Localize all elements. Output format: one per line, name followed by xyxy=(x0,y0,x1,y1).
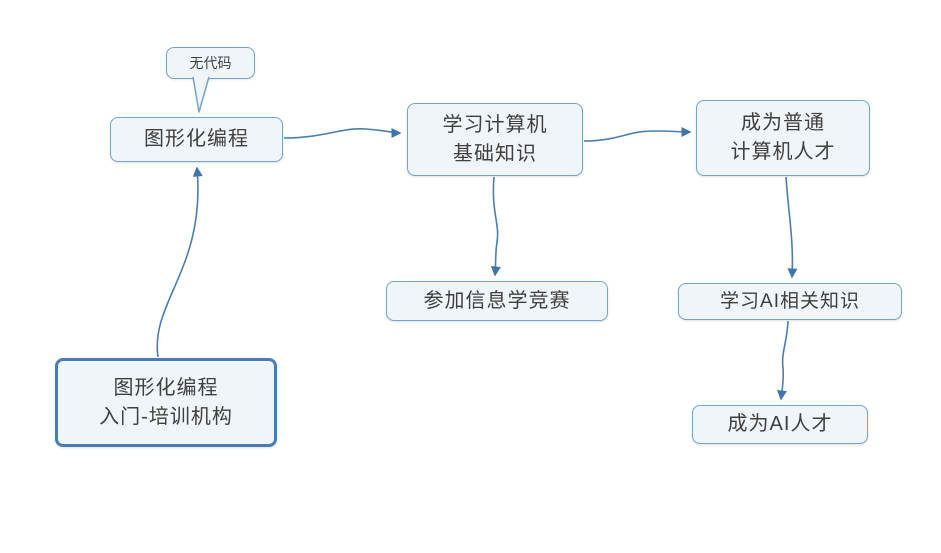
connector-learn-cs-to-ordinary[interactable] xyxy=(583,126,692,142)
node-label: 学习计算机 基础知识 xyxy=(442,113,548,165)
node-label: 成为AI人才 xyxy=(727,413,833,435)
node-graphical-programming-intro-training[interactable]: 图形化编程 入门-培训机构 xyxy=(55,358,277,447)
callout-no-code[interactable]: 无代码 xyxy=(166,47,255,79)
callout-label: 无代码 xyxy=(189,55,232,71)
connector-training-to-graphical[interactable] xyxy=(156,166,203,358)
node-learn-computer-basics[interactable]: 学习计算机 基础知识 xyxy=(407,103,583,176)
node-label: 图形化编程 xyxy=(144,128,249,150)
node-join-informatics-competition[interactable]: 参加信息学竞赛 xyxy=(386,281,608,321)
connector-learn-cs-to-competition[interactable] xyxy=(490,176,501,277)
connector-learn-ai-to-ai-talent[interactable] xyxy=(776,320,789,401)
node-label: 成为普通 计算机人才 xyxy=(730,112,836,163)
node-label: 图形化编程 入门-培训机构 xyxy=(99,376,233,428)
node-learn-ai-knowledge[interactable]: 学习AI相关知识 xyxy=(678,283,902,320)
connector-graphical-to-learn-cs[interactable] xyxy=(283,127,402,139)
connector-ordinary-to-learn-ai[interactable] xyxy=(785,176,798,279)
node-label: 参加信息学竞赛 xyxy=(423,289,571,312)
callout-tail-outline xyxy=(192,76,210,113)
node-become-ordinary-computer-talent[interactable]: 成为普通 计算机人才 xyxy=(696,100,870,176)
node-graphical-programming[interactable]: 图形化编程 xyxy=(110,117,283,162)
node-label: 学习AI相关知识 xyxy=(720,290,860,312)
node-become-ai-talent[interactable]: 成为AI人才 xyxy=(692,405,868,444)
